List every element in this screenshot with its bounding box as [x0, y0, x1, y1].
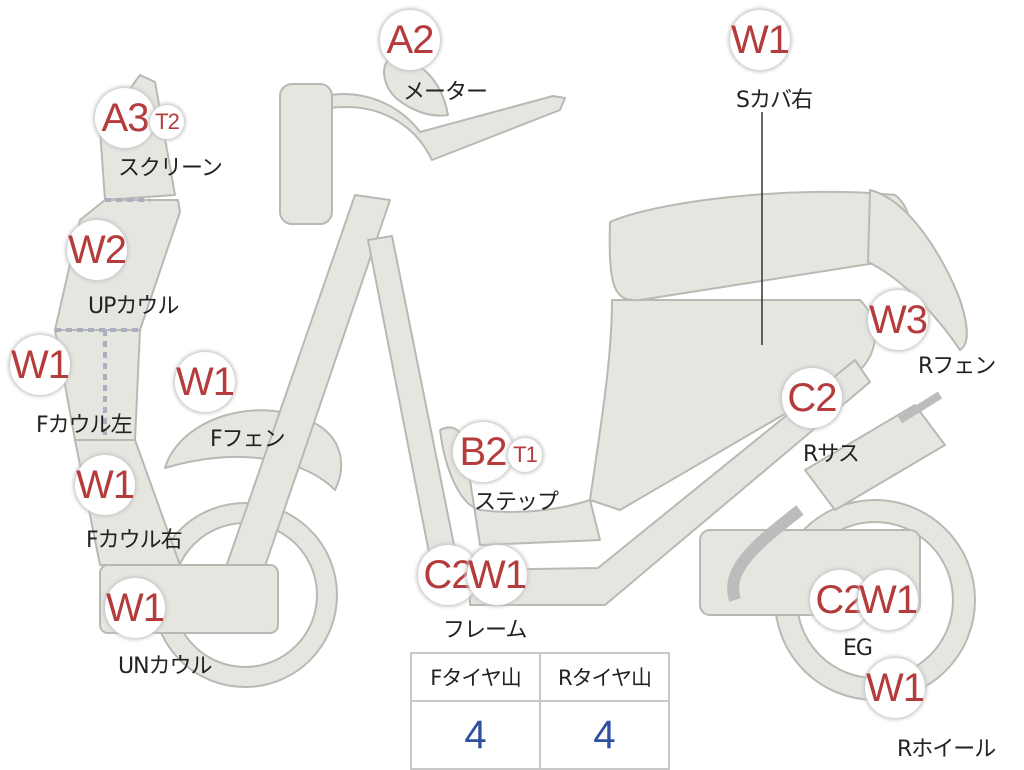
f-cowl-left-label: Fカウル左 [36, 413, 133, 438]
f-cowl-right-label: Fカウル右 [86, 528, 183, 553]
meter-grade-badge: A2 [380, 10, 440, 70]
r-sus-grade-badge: C2 [782, 368, 842, 428]
frame-grade-badge-w: W1 [467, 545, 527, 605]
f-fender-grade-badge: W1 [175, 352, 235, 412]
f-fender-label: Fフェン [210, 427, 286, 452]
tire-tread-value-row: 4 4 [410, 700, 670, 770]
step-sub-grade-badge: T1 [508, 438, 542, 472]
rear-sus-shape [804, 404, 946, 511]
seat-shape [608, 190, 911, 302]
r-wheel-grade-badge: W1 [865, 658, 925, 718]
f-cowl-right-grade-badge: W1 [75, 455, 135, 515]
eg-label: EG [843, 636, 873, 661]
f-cowl-left-grade-badge: W1 [10, 335, 70, 395]
s-cover-right-label: Sカバ右 [736, 88, 813, 113]
un-cowl-label: UNカウル [118, 654, 213, 679]
up-cowl-grade-badge: W2 [67, 220, 127, 280]
fork-shape [224, 194, 391, 576]
meter-label: メーター [403, 80, 488, 105]
front-tire-tread-header: Fタイヤ山 [410, 652, 541, 702]
step-label: ステップ [474, 490, 559, 515]
screen-grade-badge: A3 [95, 88, 155, 148]
handlebar-shape [329, 93, 566, 161]
frame-label: フレーム [443, 618, 527, 643]
r-wheel-label: Rホイール [897, 737, 996, 762]
rear-sus-rod [897, 391, 943, 424]
up-cowl-label: UPカウル [88, 294, 179, 319]
frame-grade-badge-c: C2 [418, 545, 478, 605]
rear-tire-tread-value: 4 [539, 700, 670, 770]
r-fender-label: Rフェン [918, 354, 996, 379]
screen-sub-grade-badge: T2 [150, 105, 184, 139]
rear-tire-tread-header: Rタイヤ山 [539, 652, 670, 702]
rear-fender-shape [867, 189, 968, 351]
muffler-pipe [727, 505, 804, 602]
step-grade-badge: B2 [453, 422, 513, 482]
eg-grade-badge-w: W1 [858, 570, 918, 630]
r-sus-label: Rサス [803, 442, 860, 467]
meter-shape [383, 58, 449, 117]
screen-label: スクリーン [118, 156, 223, 181]
front-frame-leg [367, 235, 459, 569]
un-cowl-grade-badge: W1 [105, 578, 165, 638]
tire-tread-header-row: Fタイヤ山 Rタイヤ山 [410, 652, 670, 702]
headlight-shape [279, 83, 333, 225]
front-tire-tread-value: 4 [410, 700, 541, 770]
r-fender-grade-badge: W3 [868, 290, 928, 350]
s-cover-right-grade-badge: W1 [730, 10, 790, 70]
tire-tread-table: Fタイヤ山 Rタイヤ山 4 4 [410, 652, 670, 770]
